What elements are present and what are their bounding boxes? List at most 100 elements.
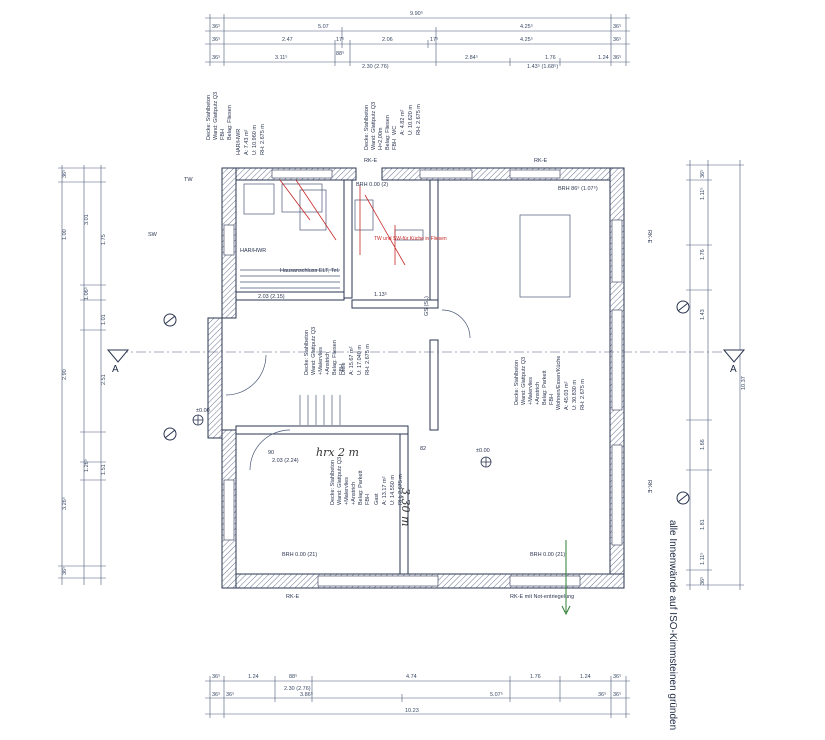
dim-top-r4-d: 2.30 (2.76): [362, 64, 389, 70]
room-wohnen: Wohnen/Essen/Küche A: 45.03 m² U: 30.830…: [556, 356, 586, 410]
dim-right-d: 1.43: [700, 309, 706, 320]
dim-bot-r1-h: 36⁵: [613, 673, 621, 680]
dim-top-r4-a: 36⁵: [212, 54, 220, 61]
room-wc-area: A: 4.82 m²: [400, 109, 406, 135]
dim-left-k: 3.26⁵: [61, 497, 68, 510]
dim-bot-r2-f: 36⁵: [613, 691, 621, 698]
label-wall-dim-2: 82: [420, 446, 426, 452]
fixtures: [225, 183, 571, 471]
room-gast-height: RH: 2.675 m: [398, 474, 404, 505]
interior-walls: [235, 179, 439, 575]
room-hwr-perimeter: U: 10.960 m: [252, 125, 258, 155]
room-gast-note-2: Wand: Glattputz Q3: [337, 457, 343, 505]
label-rke-right2: RK-E: [646, 480, 652, 493]
dim-top-r3-g: 36⁵: [613, 36, 621, 43]
room-gast-note-4: +Anstrich: [351, 482, 357, 505]
room-wc-note-2: Wand: Glattputz Q3: [371, 102, 377, 150]
room-diele-height: RH: 2.675 m: [365, 344, 371, 375]
room-wohnen-note-1: Decke: Stahlbeton: [514, 360, 520, 405]
section-label-left: A: [112, 364, 119, 375]
room-hwr-note-3: FBH: [220, 129, 226, 140]
dim-left-e: 1.06⁵: [83, 287, 90, 300]
red-label-tw-sw: TW und SW-für Küche in Fliesen: [374, 236, 447, 242]
dim-right-f: 1.81: [700, 519, 706, 530]
label-rke-bottom-left: RK-E: [286, 594, 299, 600]
dim-left-j: 1.51: [101, 464, 107, 475]
room-wc-note-4: Belag: Fliesen: [385, 115, 391, 150]
room-diele-note-2: Wand: Glattputz Q3: [311, 327, 317, 375]
dim-bot-r1-b: 1.24: [248, 674, 259, 680]
handwritten-note-2: 3,30 m: [399, 488, 412, 526]
room-hwr-note-2: Wand: Glattputz Q3: [213, 92, 219, 140]
dim-left-c: 3.01: [84, 214, 90, 225]
room-wohnen-area: A: 45.03 m²: [564, 381, 570, 410]
label-door-90: 90: [268, 450, 274, 456]
dim-left-g: 2.90: [62, 369, 68, 380]
dim-left-l: 36⁵: [61, 567, 68, 575]
top-dimension-chains: 9.90⁵ 36⁵ 5.07 4.25⁵ 36⁵ 36⁵ 2.47 17⁵ 2.…: [205, 10, 630, 70]
dim-bot-r2-d: 5.07⁵: [490, 691, 503, 698]
room-gast-area: A: 13.17 m²: [382, 476, 388, 505]
dim-top-r4-e: 2.84⁵: [465, 54, 478, 61]
label-rke-bottom-right: RK-E mit Not-entriegelung: [510, 594, 574, 600]
room-wc-height: RH: 2.675 m: [416, 104, 422, 135]
room-hwr-notes: Decke: Stahlbeton Wand: Glattputz Q3 FBH…: [206, 92, 233, 140]
label-wall-dim-1: 1.13⁵: [374, 291, 387, 298]
room-diele-note-5: Belag: Fliesen: [332, 340, 338, 375]
label-hwr-stair: HAR/HWR: [240, 248, 266, 254]
room-diele-title: Diele: [341, 362, 347, 375]
dim-top-r4-b: 3.11⁵: [275, 54, 288, 61]
label-wall-dim-4: 2.03 (2.24): [272, 458, 299, 464]
room-gast-title: Gast: [374, 493, 380, 505]
dim-left-d: 1.75: [101, 234, 107, 245]
dim-left-f: 1.01: [101, 314, 107, 325]
dim-top-r4-f: 1.43⁵ (1.68⁵): [527, 63, 558, 70]
label-rke-top1: RK-E: [364, 158, 377, 164]
label-brh-gast: BRH 0.00 (21): [282, 552, 317, 558]
label-legend-tw: TW: [184, 177, 193, 183]
label-wall-dim-3: 2.03 (2.15): [258, 294, 285, 300]
room-diele-notes: Decke: Stahlbeton Wand: Glattputz Q3 +Ma…: [304, 327, 345, 375]
dim-top-r3-a: 36⁵: [212, 36, 220, 43]
room-gast-note-5: Belag: Parkett: [358, 470, 364, 505]
room-diele-note-4: +Anstrich: [325, 352, 331, 375]
room-wc-note-1: Decke: Stahlbeton: [364, 105, 370, 150]
room-diele-note-6: FBH: [339, 364, 345, 375]
dim-right-overall: 10.37: [741, 376, 747, 390]
label-hausanschluss: Hausanschluss ELT, Tel.: [280, 268, 340, 274]
dim-bot-r1-g: 1.24: [580, 674, 591, 680]
right-dimension-chains: 36⁵ 1.11⁵ 1.76 1.43 1.66 1.81 1.11⁵ 36⁵ …: [686, 160, 747, 590]
room-hwr-note-4: Belag: Fliesen: [227, 105, 233, 140]
misc-labels: RK-E RK-E RK-E RK-E RK-E RK-E mit Not-en…: [148, 158, 678, 730]
dim-top-overall: 9.90⁵: [410, 10, 423, 17]
room-hwr-note-1: Decke: Stahlbeton: [206, 95, 212, 140]
section-markers: A A: [106, 349, 746, 375]
room-diele-note-1: Decke: Stahlbeton: [304, 330, 310, 375]
dim-top-r2-b: 5.07: [318, 24, 329, 30]
dim-bot-overall: 10.23: [405, 708, 419, 714]
label-gs: GS (SL): [424, 296, 430, 316]
room-gast-perimeter: U: 14.550 m: [390, 475, 396, 505]
label-legend-sw: SW: [148, 232, 158, 238]
dim-bot-r1-c: 88⁵: [289, 673, 297, 680]
label-brh-top: BRH 86⁵ (1.07⁵): [558, 185, 598, 192]
dim-top-r2-d: 36⁵: [613, 23, 621, 30]
room-wohnen-note-3: +Malervlies: [528, 377, 534, 405]
green-arrow: [561, 540, 571, 616]
dim-top-r3-c: 17⁵: [336, 36, 344, 43]
dim-bot-r2-c: 3.86⁵: [300, 691, 313, 698]
room-hwr: HAR/HWR A: 7.43 m² U: 10.960 m RH: 2.675…: [236, 124, 266, 155]
bottom-dimension-chains: 36⁵ 1.24 88⁵ 2.30 (2.76) 4.74 1.76 1.24 …: [205, 673, 630, 718]
exterior-walls: [207, 167, 625, 589]
room-gast-note-1: Decke: Stahlbeton: [330, 460, 336, 505]
handwritten-note-1: hrx 2 m: [316, 446, 359, 459]
dim-top-r4-h: 1.24: [598, 55, 609, 61]
note-inner-walls: alle Innenwände auf ISO-Kimmsteinen grün…: [667, 520, 678, 730]
red-annotations: TW und SW-für Küche in Fliesen: [279, 179, 447, 266]
label-rke-right1: RK-E: [646, 230, 652, 243]
dim-bot-r1-d: 2.30 (2.76): [284, 686, 311, 692]
room-diele-area: A: 15.67 m²: [349, 346, 355, 375]
label-brh-wc: BRH 0.00 (2): [356, 182, 388, 188]
dim-top-r3-e: 17⁵: [430, 36, 438, 43]
